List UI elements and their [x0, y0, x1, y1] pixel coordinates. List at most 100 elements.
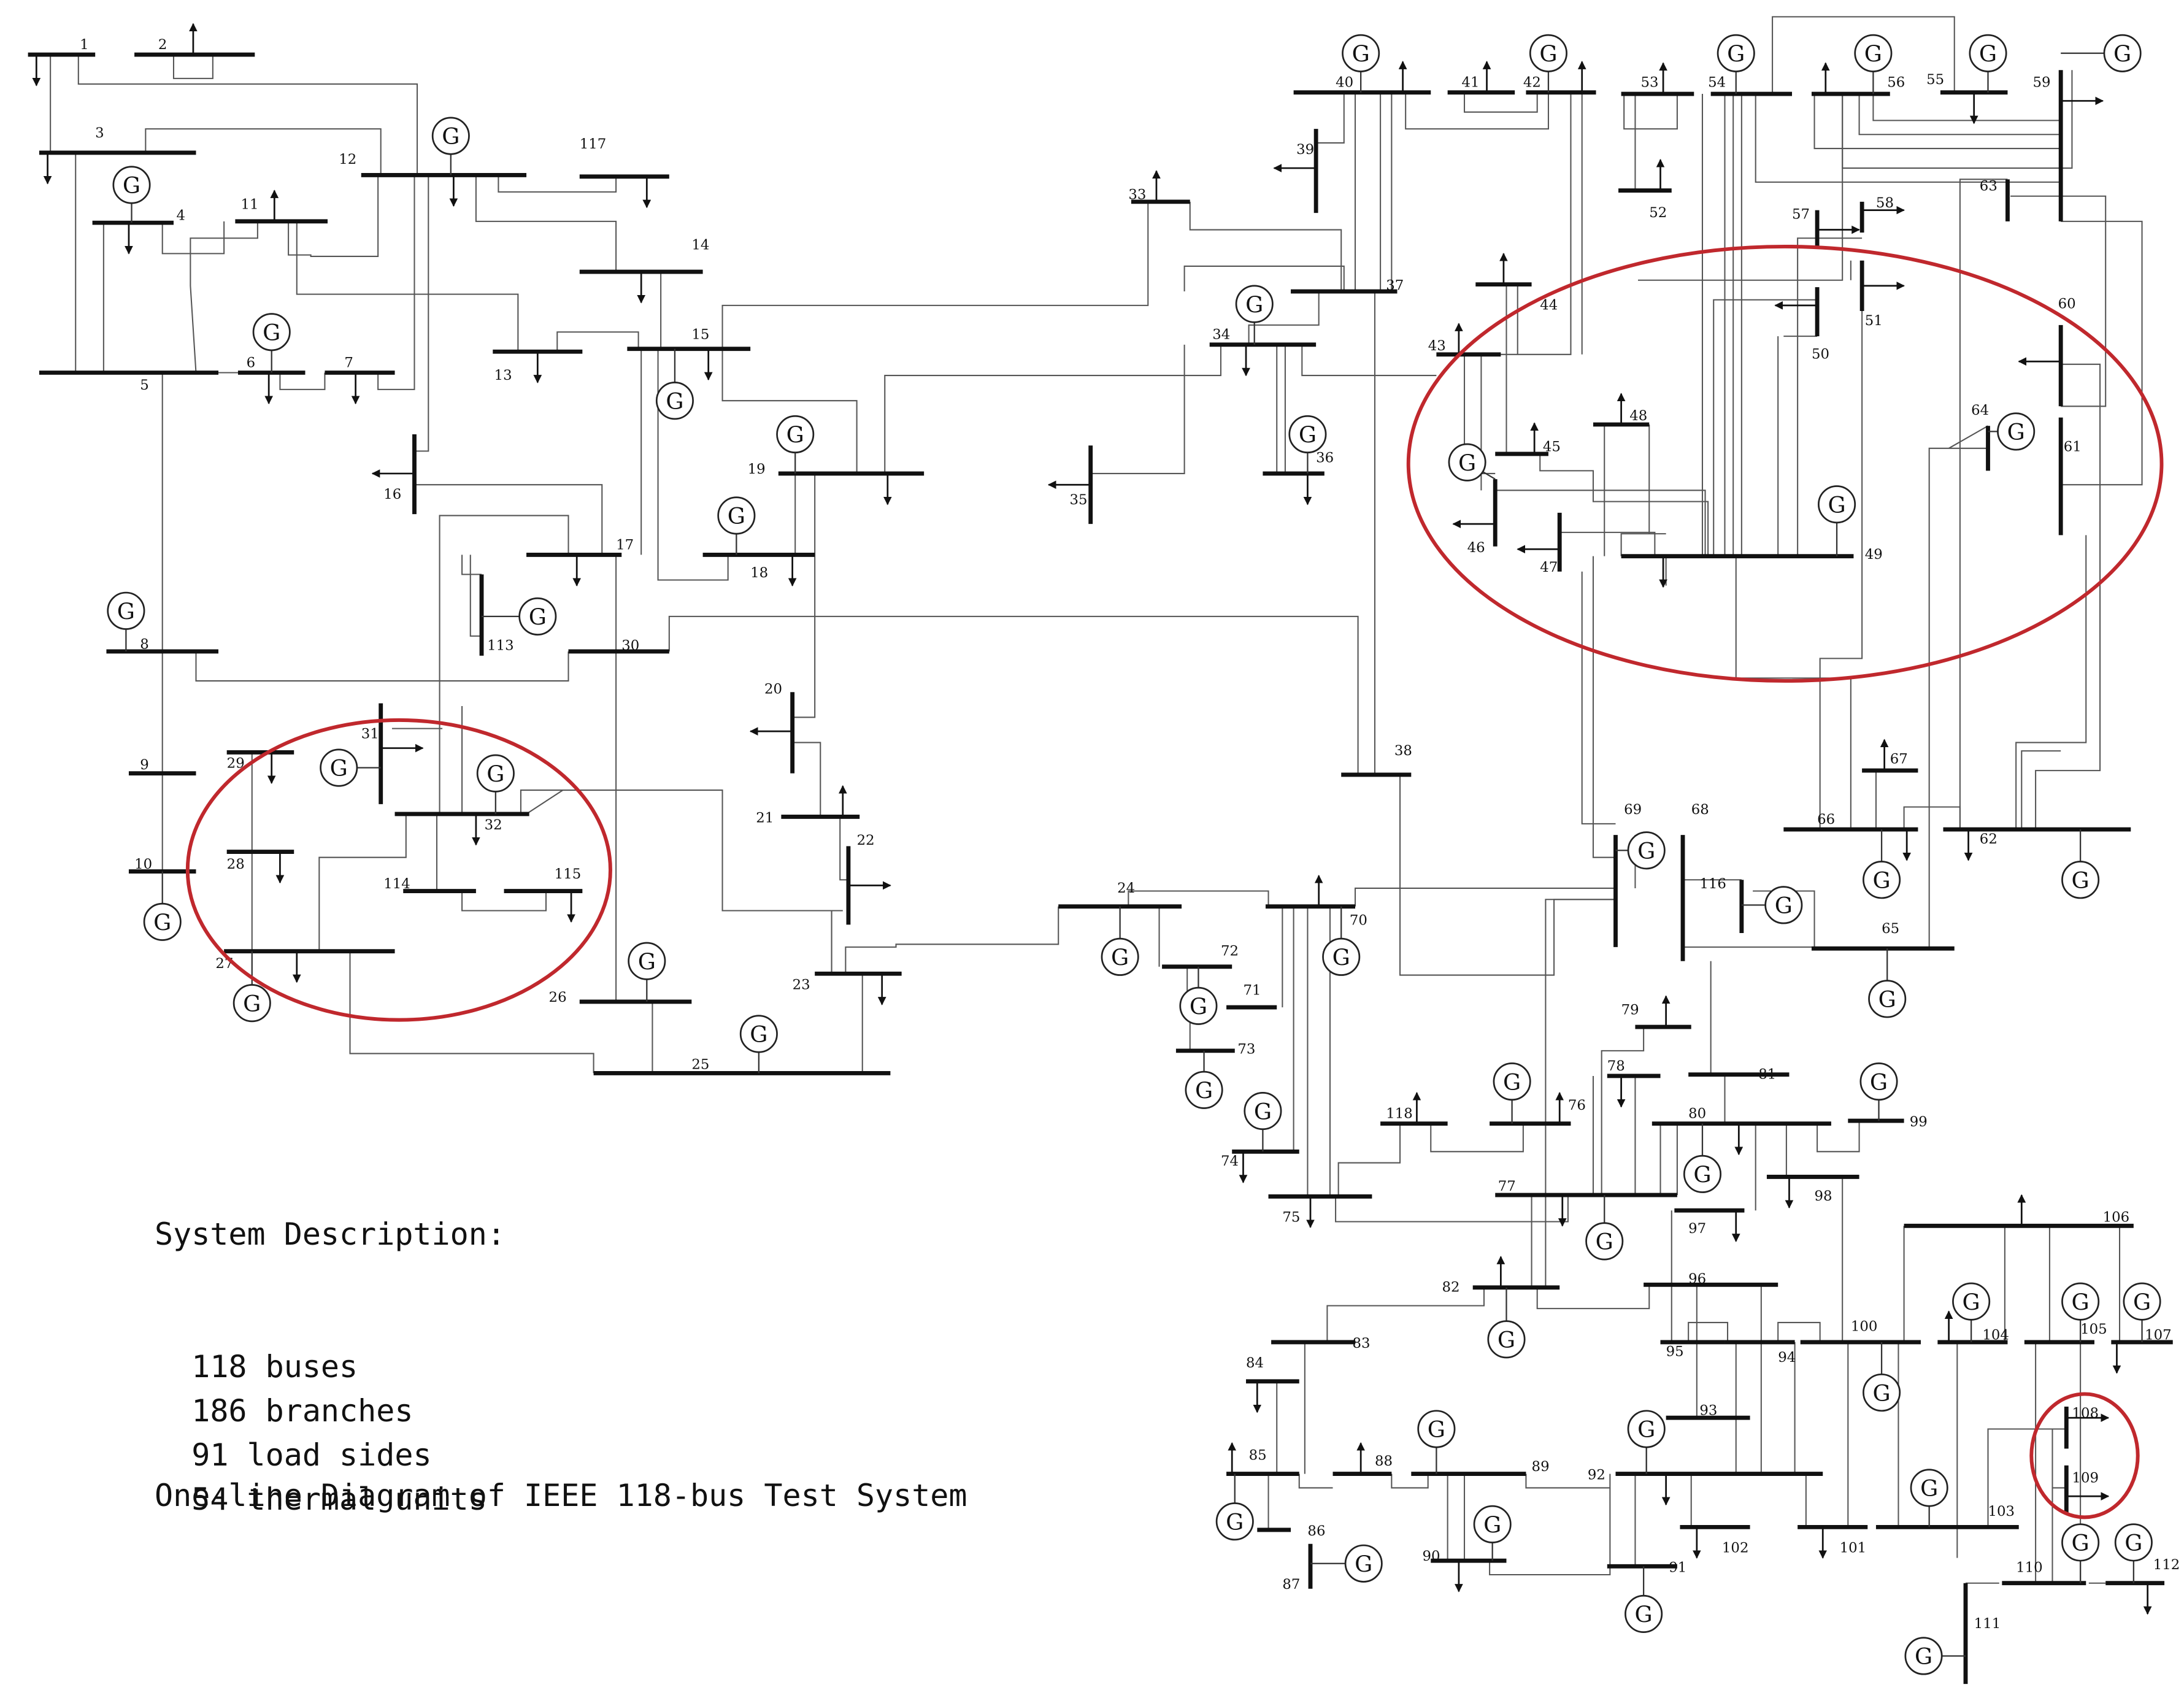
- generator-symbol: G: [1332, 945, 1350, 971]
- generator-31: G: [1615, 831, 1666, 870]
- generator-symbol: G: [1352, 40, 1370, 67]
- branch-line: [377, 175, 415, 390]
- branch-line: [845, 906, 1059, 974]
- bus-label-64: 64: [1971, 402, 1989, 418]
- bus-label-65: 65: [1882, 921, 1899, 937]
- bus-label-72: 72: [1221, 943, 1239, 959]
- bus-label-83: 83: [1352, 1335, 1370, 1351]
- generator-circle: [143, 902, 182, 941]
- bus-label-109: 109: [2072, 1470, 2099, 1486]
- generator-symbol: G: [330, 755, 348, 782]
- generator-symbol: G: [1775, 893, 1793, 919]
- generator-3: G: [431, 117, 470, 175]
- bus-label-107: 107: [2145, 1327, 2172, 1343]
- generator-circle: [1625, 1594, 1663, 1634]
- generator-38: G: [1683, 1123, 1722, 1193]
- branch-line: [1525, 1473, 1611, 1489]
- bus-label-114: 114: [383, 876, 410, 892]
- generator-circle: [431, 117, 470, 155]
- branch-line: [1489, 1488, 1611, 1576]
- generator-symbol: G: [2113, 40, 2131, 67]
- bus-label-103: 103: [1988, 1504, 2015, 1519]
- branch-line: [1959, 179, 2008, 830]
- generator-circle: [112, 166, 151, 204]
- bus-label-23: 23: [793, 977, 810, 993]
- generator-circle: [107, 591, 145, 630]
- generator-circle: [776, 415, 815, 454]
- generator-symbol: G: [153, 909, 171, 935]
- generator-symbol: G: [1458, 450, 1476, 476]
- generator-41: G: [1863, 1342, 1901, 1412]
- generator-36: G: [1493, 1062, 1531, 1124]
- description-heading: System Description:: [155, 1216, 506, 1252]
- generator-circle: [2061, 1523, 2100, 1562]
- generator-circle: [518, 597, 557, 636]
- generator-18: G: [1185, 1050, 1223, 1109]
- generator-14: G: [739, 1015, 778, 1074]
- bus-label-42: 42: [1523, 75, 1541, 91]
- generator-9: G: [143, 871, 182, 941]
- generator-21: G: [1288, 415, 1327, 474]
- generator-symbol: G: [2072, 1530, 2090, 1556]
- branch-line: [414, 175, 429, 452]
- bus-label-116: 116: [1699, 876, 1726, 892]
- bus-label-89: 89: [1532, 1459, 1550, 1475]
- branch-line: [526, 789, 563, 815]
- bus-label-61: 61: [2064, 439, 2082, 455]
- bus-label-3: 3: [95, 125, 104, 141]
- generator-symbol: G: [1190, 993, 1207, 1020]
- bus-label-96: 96: [1688, 1271, 1706, 1287]
- branch-line: [1354, 887, 1616, 907]
- bus-label-53: 53: [1641, 75, 1659, 91]
- generator-circle: [233, 984, 271, 1023]
- branch-line: [1755, 94, 2062, 221]
- generator-circle: [739, 1015, 778, 1053]
- bus-label-59: 59: [2033, 75, 2051, 91]
- branch-line: [1559, 531, 1656, 556]
- generator-symbol: G: [1864, 40, 1882, 67]
- diagram-title: One-line Diagram of IEEE 118-bus Test Sy…: [155, 1478, 967, 1513]
- branch-line: [1189, 201, 1342, 292]
- bus-label-1: 1: [80, 37, 89, 53]
- bus-label-86: 86: [1307, 1523, 1325, 1539]
- branch-line: [1858, 94, 2061, 136]
- generator-symbol: G: [2072, 1289, 2090, 1315]
- generator-circle: [476, 754, 515, 793]
- branch-line: [1495, 490, 1706, 556]
- generator-symbol: G: [1920, 1475, 1938, 1502]
- bus-label-18: 18: [750, 565, 768, 581]
- generator-symbol: G: [1245, 291, 1263, 318]
- branch-line: [1903, 806, 1961, 830]
- generator-23: G: [1529, 34, 1567, 93]
- branch-line: [1248, 291, 1320, 345]
- generator-circle: [1185, 1070, 1223, 1109]
- generator-circle: [1215, 1502, 1254, 1541]
- generator-symbol: G: [1979, 40, 1997, 67]
- generator-symbol: G: [442, 123, 459, 150]
- branch-line: [1713, 299, 1818, 556]
- branch-line: [1399, 774, 1616, 976]
- generator-symbol: G: [638, 948, 656, 975]
- generator-symbol: G: [263, 320, 280, 346]
- branch-line: [1391, 1473, 1429, 1489]
- bus-label-30: 30: [621, 638, 639, 654]
- generator-symbol: G: [123, 172, 140, 199]
- branch-line: [1623, 94, 1678, 130]
- generator-symbol: G: [1195, 1078, 1213, 1104]
- generator-circle: [1863, 861, 1901, 899]
- generator-symbol: G: [1878, 986, 1896, 1013]
- bus-label-31: 31: [361, 726, 379, 742]
- bus-label-110: 110: [2016, 1559, 2043, 1575]
- generator-circle: [1342, 34, 1380, 72]
- bus-label-21: 21: [756, 810, 774, 826]
- generator-54: G: [1904, 1637, 1966, 1675]
- generator-circle: [1487, 1320, 1526, 1359]
- branch-line: [1813, 94, 2061, 150]
- bus-label-40: 40: [1336, 75, 1353, 91]
- generator-symbol: G: [666, 388, 683, 415]
- branch-line: [668, 615, 1359, 775]
- branch-line: [439, 515, 569, 814]
- bus-label-70: 70: [1350, 912, 1367, 928]
- bus-label-77: 77: [1498, 1178, 1516, 1194]
- bus-label-73: 73: [1237, 1041, 1255, 1057]
